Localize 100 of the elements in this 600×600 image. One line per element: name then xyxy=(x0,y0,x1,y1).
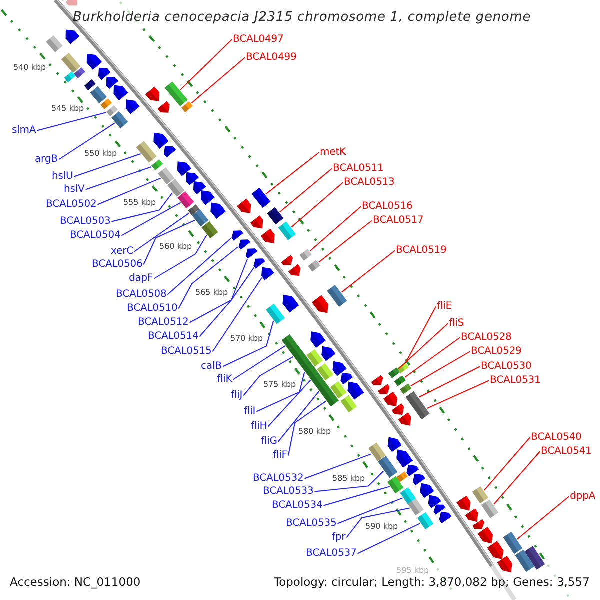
scale-label: 570 kbp xyxy=(230,334,264,343)
gene-label: slmA xyxy=(12,125,36,136)
leader-line xyxy=(341,250,396,293)
leader-line xyxy=(291,182,344,228)
leader-line xyxy=(398,323,448,370)
gene-label: BCAL0512 xyxy=(138,317,189,328)
gene-label: BCAL0516 xyxy=(362,201,413,212)
gene-block xyxy=(503,532,523,554)
leader-line xyxy=(493,451,540,505)
gene-block xyxy=(327,285,348,307)
scale-label: 590 kbp xyxy=(366,522,398,531)
gene-block xyxy=(106,105,118,117)
gene-block xyxy=(388,368,400,378)
gene-label: BCAL0517 xyxy=(373,215,424,226)
gene-label: fliE xyxy=(437,301,452,312)
gene-pentagon xyxy=(193,181,206,194)
gene-pentagon xyxy=(312,295,328,314)
gene-label: fliH xyxy=(251,421,268,432)
gene-block xyxy=(188,204,200,216)
gene-label: BCAL0529 xyxy=(471,346,522,358)
gene-block xyxy=(282,334,298,352)
gene-pentagon xyxy=(398,412,412,426)
gene-pentagon xyxy=(232,230,244,241)
gene-block xyxy=(368,442,386,462)
gene-block xyxy=(417,512,434,530)
gene-pentagon xyxy=(456,496,471,511)
gene-label: BCAL0513 xyxy=(344,177,395,188)
gene-block xyxy=(322,389,340,407)
leader-line xyxy=(256,372,306,412)
gene-block xyxy=(400,487,416,505)
leader-line xyxy=(426,380,490,410)
gene-pentagon xyxy=(439,512,452,524)
gene-pentagon xyxy=(250,216,264,229)
gene-label: fliG xyxy=(261,436,278,448)
gene-pentagon xyxy=(472,519,485,530)
gene-block xyxy=(192,209,209,227)
gene-pentagon xyxy=(177,162,192,176)
gene-label: BCAL0535 xyxy=(286,518,337,530)
gene-pentagon xyxy=(154,132,169,149)
gene-block xyxy=(158,167,175,185)
gene-label: dapF xyxy=(129,273,154,284)
gene-pentagon xyxy=(428,495,442,508)
gene-pentagon xyxy=(371,375,384,386)
gene-block xyxy=(414,402,430,420)
leader-line xyxy=(134,212,190,252)
gene-pentagon xyxy=(164,146,176,158)
gene-block xyxy=(90,86,107,104)
leader-line xyxy=(279,168,332,213)
leader-line xyxy=(143,220,196,266)
gene-pentagon xyxy=(396,450,413,468)
gene-block xyxy=(317,363,334,381)
gene-block xyxy=(378,456,398,478)
gene-block xyxy=(306,349,324,367)
leader-line xyxy=(74,154,142,178)
leader-line xyxy=(304,454,372,480)
scale-label: 575 kbp xyxy=(264,380,296,389)
gene-label: BCAL0528 xyxy=(461,332,512,344)
gene-pentagon xyxy=(186,172,199,186)
gene-block xyxy=(168,179,185,197)
gene-pentagon xyxy=(434,504,446,515)
gene-pentagon xyxy=(392,403,404,416)
leader-line xyxy=(323,486,390,506)
gene-block xyxy=(100,98,112,110)
leader-line xyxy=(357,523,421,554)
gene-block xyxy=(252,188,271,208)
scale-label: 585 kbp xyxy=(332,474,366,483)
gene-pentagon xyxy=(288,264,301,276)
gene-label: BCAL0510 xyxy=(127,303,178,314)
leader-line xyxy=(278,391,320,442)
gene-block xyxy=(481,500,499,518)
leader-line xyxy=(232,346,286,380)
gene-label: fliJ xyxy=(231,390,243,402)
gene-label: fliF xyxy=(273,450,288,462)
gene-pentagon xyxy=(260,228,275,244)
gene-block xyxy=(266,304,285,324)
gene-label: argB xyxy=(35,154,58,166)
gene-label: BCAL0540 xyxy=(531,432,582,444)
leader-line xyxy=(222,320,274,368)
leader-line xyxy=(167,238,232,296)
gene-block xyxy=(472,486,489,504)
gene-pentagon xyxy=(106,76,118,90)
gene-label: BCAL0506 xyxy=(92,259,143,270)
scale-label: 565 kbp xyxy=(196,288,228,297)
gene-label: calB xyxy=(201,361,222,372)
scale-label: 540 kbp xyxy=(14,62,46,72)
gene-block xyxy=(330,381,347,399)
gene-block xyxy=(112,111,128,129)
gene-block xyxy=(152,160,164,170)
gene-pentagon xyxy=(98,68,111,80)
gene-block xyxy=(314,378,331,396)
gene-block xyxy=(298,356,315,374)
gene-block xyxy=(408,498,424,516)
gene-pentagon xyxy=(86,54,102,70)
gene-block xyxy=(178,191,194,209)
gene-label: BCAL0537 xyxy=(306,548,357,560)
genome-stats-text: Topology: circular; Length: 3,870,082 bp; Genes: 3,557 xyxy=(274,576,590,589)
gene-label: BCAL0499 xyxy=(246,52,297,64)
leader-line xyxy=(189,258,248,324)
scale-label: 560 kbp xyxy=(160,242,192,251)
gene-pentagon xyxy=(238,240,250,250)
